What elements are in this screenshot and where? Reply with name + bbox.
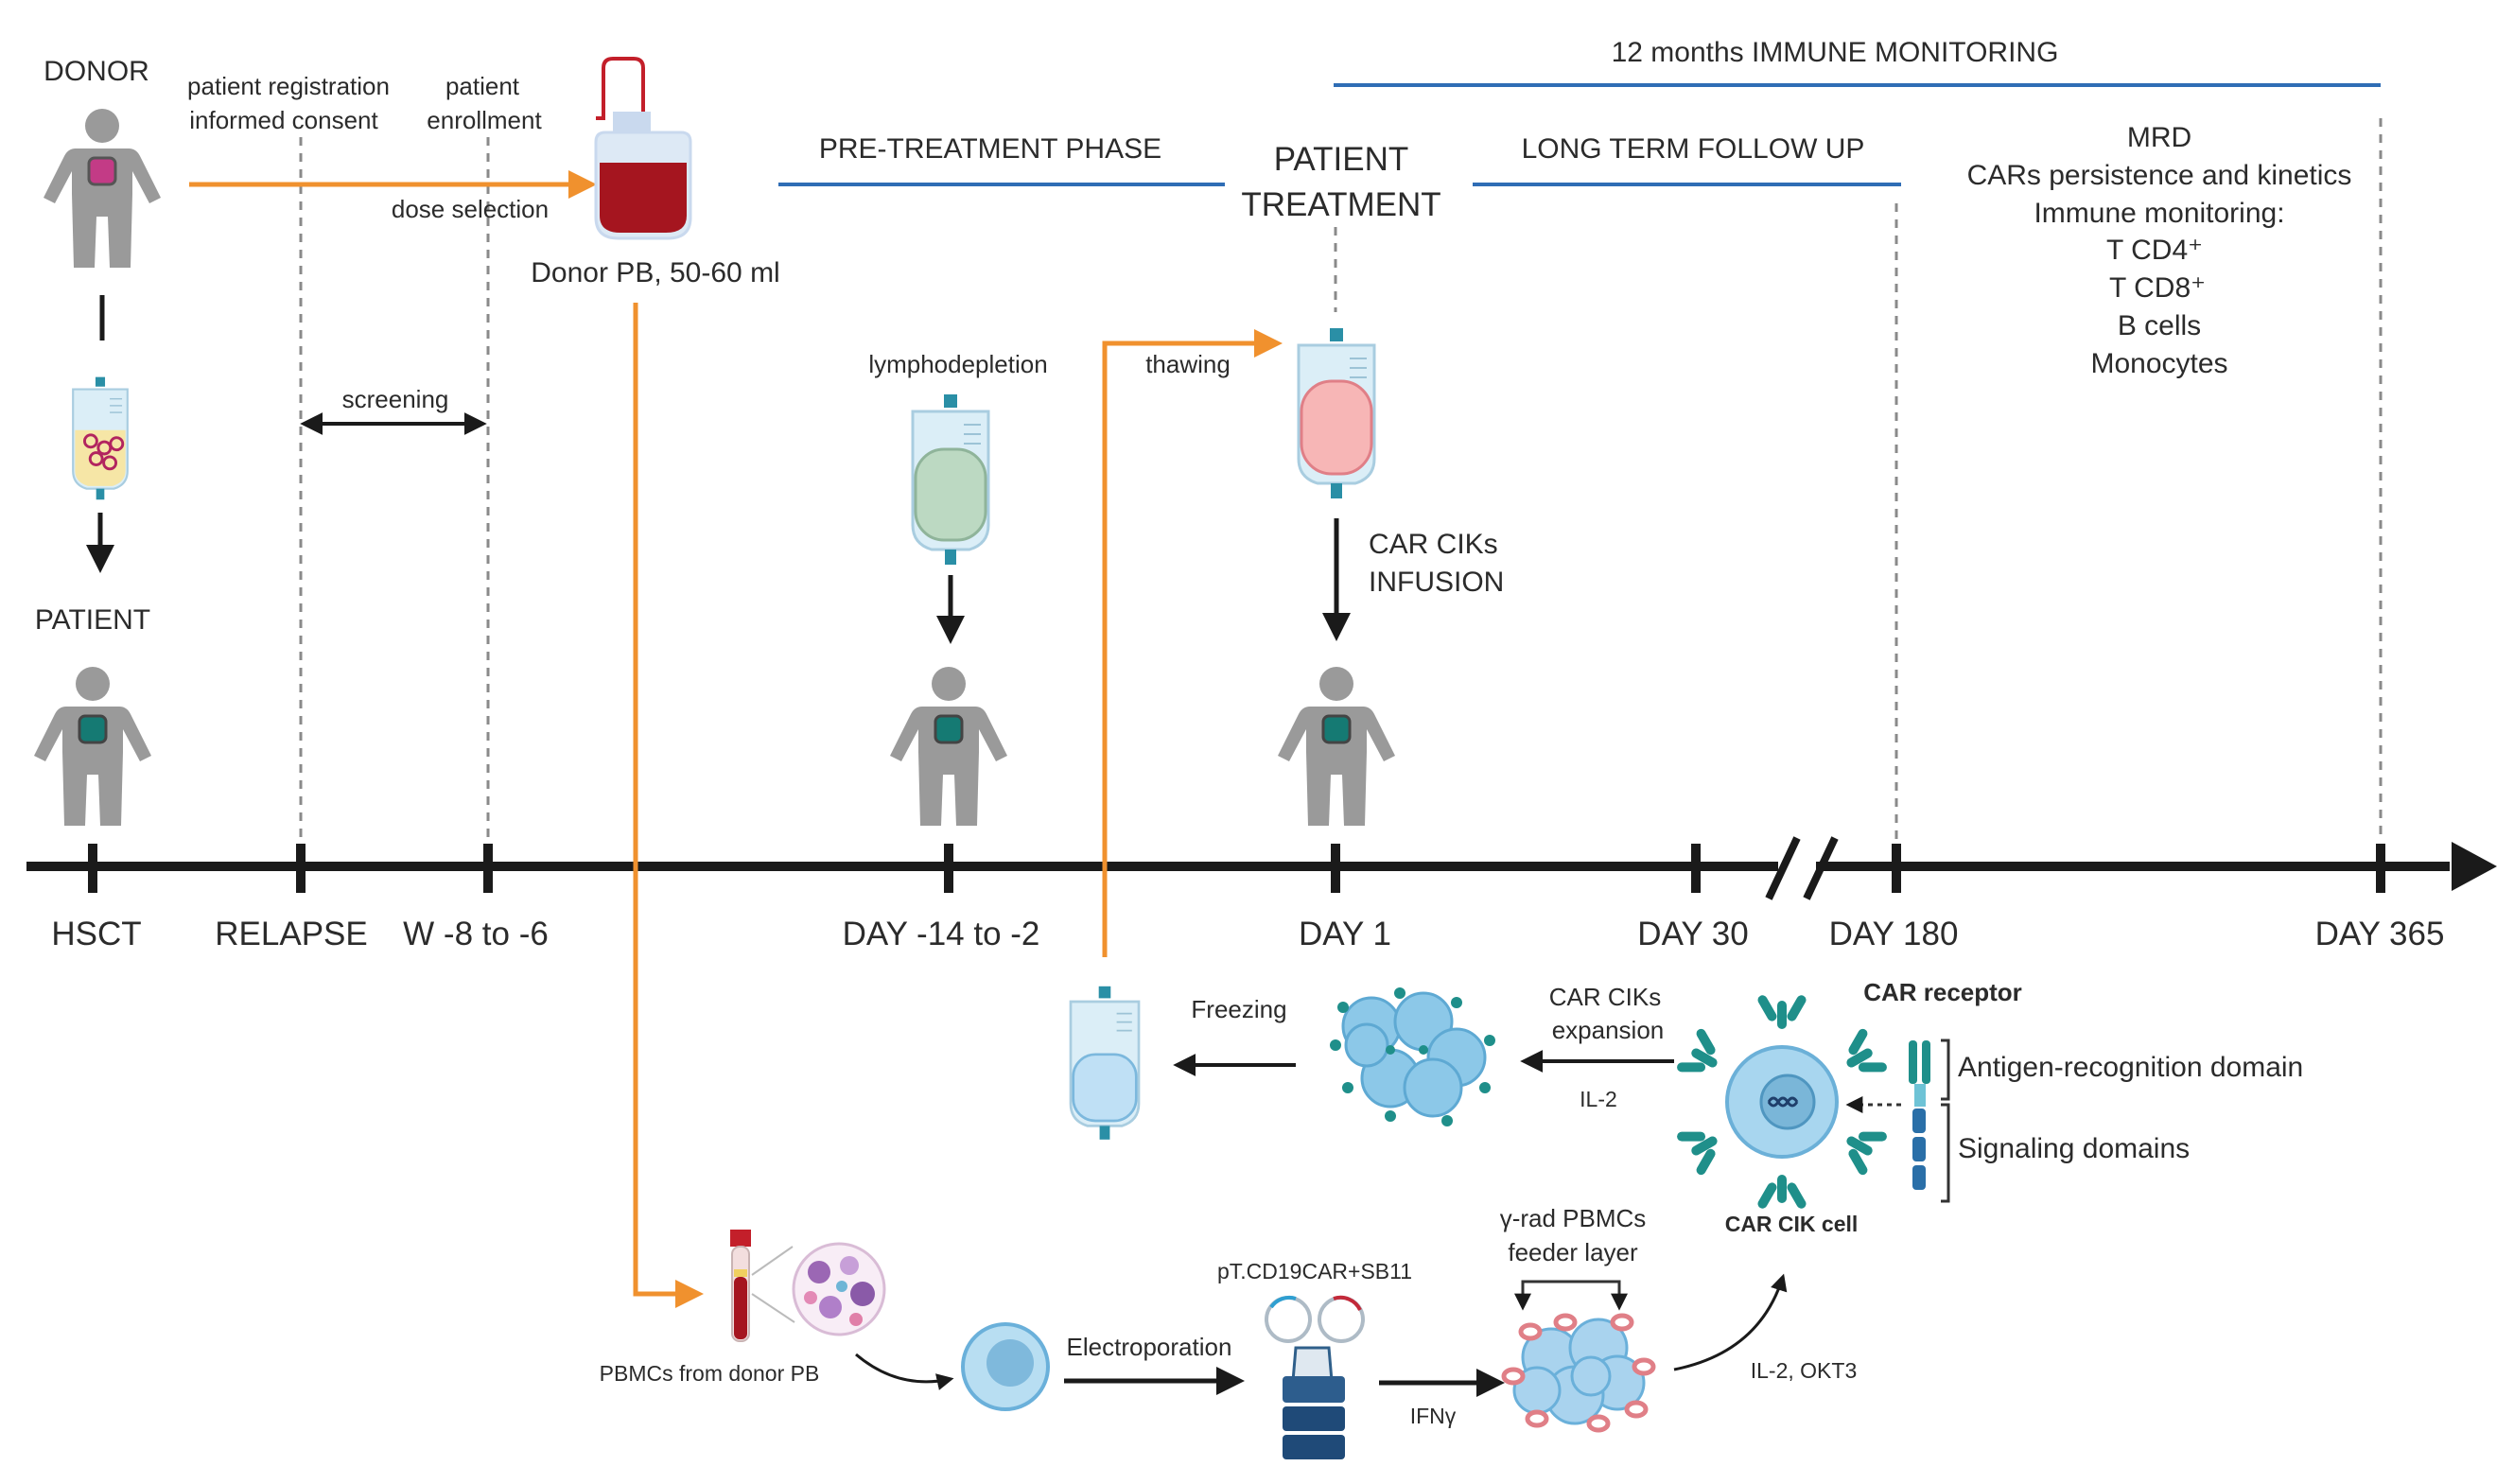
- monitoring-item: Monocytes: [2090, 348, 2227, 379]
- feeder-label-line1: γ-rad PBMCs: [1500, 1204, 1647, 1232]
- signaling-domain-label: Signaling domains: [1958, 1133, 2190, 1164]
- patient-figure-treatment: [1278, 667, 1395, 826]
- car-receptor-icon: [1909, 1040, 1930, 1190]
- zoom-line: [751, 1246, 794, 1276]
- donor-heart-icon: [87, 156, 117, 186]
- freezing-label: Freezing: [1191, 995, 1286, 1023]
- enrollment-label-line2: enrollment: [427, 106, 542, 134]
- ifng-label: IFNγ: [1410, 1404, 1457, 1428]
- blood-bag-icon: [594, 57, 692, 240]
- infusion-label-line2: INFUSION: [1369, 567, 1504, 598]
- tick-label-day30: DAY 30: [1637, 916, 1748, 952]
- freezing-bag-icon: [1069, 985, 1141, 1142]
- car-cik-cell-label: CAR CIK cell: [1725, 1212, 1859, 1236]
- tick-label-day-minus14: DAY -14 to -2: [843, 916, 1040, 952]
- expansion-label-line2: expansion: [1552, 1016, 1665, 1044]
- monitoring-item: B cells: [2118, 310, 2201, 341]
- electroporator-icon: [1283, 1346, 1345, 1459]
- feeder-label-line2: feeder layer: [1508, 1238, 1638, 1266]
- dashed-guides: [299, 118, 2383, 842]
- tick-label-day1: DAY 1: [1299, 916, 1391, 952]
- feeder-to-car-cik-arrow: [1673, 1273, 1788, 1371]
- enrollment-label-line1: patient: [445, 72, 520, 100]
- patient-figure-hsct: [34, 667, 151, 826]
- pretreatment-phase-label: PRE-TREATMENT PHASE: [819, 133, 1161, 165]
- car-cik-cell-icon: [1672, 993, 1892, 1211]
- screening-label: screening: [342, 385, 449, 413]
- feeder-bracket: [1521, 1280, 1621, 1302]
- infusion-label-line1: CAR CIKs: [1369, 529, 1498, 560]
- pbmc-magnified-icon: [792, 1242, 886, 1336]
- donor-label: DONOR: [44, 56, 149, 87]
- il2-okt3-label: IL-2, OKT3: [1751, 1358, 1857, 1383]
- registration-label-line2: informed consent: [189, 106, 378, 134]
- tick-label-week: W -8 to -6: [403, 916, 549, 952]
- feeder-cells-icon: [1501, 1313, 1656, 1433]
- t-cell-icon: [961, 1322, 1050, 1411]
- tick-label-day365: DAY 365: [2315, 916, 2445, 952]
- plasmid-label: pT.CD19CAR+SB11: [1217, 1259, 1412, 1283]
- donor-figure: [44, 109, 161, 268]
- bracket: [1941, 1039, 1950, 1101]
- dose-selection-label: dose selection: [392, 195, 549, 223]
- electroporation-label: Electroporation: [1067, 1333, 1232, 1361]
- donor-pb-label: Donor PB, 50-60 ml: [531, 257, 779, 288]
- il2-label: IL-2: [1580, 1087, 1617, 1111]
- timeline-labels: HSCT RELAPSE W -8 to -6 DAY -14 to -2 DA…: [51, 916, 2444, 952]
- pbmcs-label: PBMCs from donor PB: [600, 1361, 820, 1386]
- tick-label-relapse: RELAPSE: [215, 916, 367, 952]
- timeline-axis: [26, 832, 2497, 900]
- monitoring-item: MRD: [2127, 122, 2191, 153]
- monitoring-list: MRD CARs persistence and kinetics Immune…: [1967, 122, 2352, 379]
- patient-heart-icon: [934, 714, 964, 744]
- thawing-arrow: [1102, 329, 1283, 957]
- monitoring-item: T CD8⁺: [2109, 272, 2206, 304]
- treatment-phase-label-line1: PATIENT: [1274, 141, 1409, 178]
- treatment-phase-label-line2: TREATMENT: [1241, 186, 1440, 223]
- car-receptor-title: CAR receptor: [1863, 978, 2022, 1006]
- car-cik-bag-icon: [1297, 326, 1376, 500]
- tick-label-day180: DAY 180: [1829, 916, 1959, 952]
- bracket: [1941, 1103, 1950, 1203]
- blood-tube-icon: [730, 1230, 751, 1342]
- monitoring-item: T CD4⁺: [2106, 235, 2203, 266]
- patient-figure-lymphodepletion: [890, 667, 1007, 826]
- thawing-label: thawing: [1145, 350, 1231, 378]
- lymphodepletion-bag-icon: [911, 393, 990, 567]
- cell-bag-icon: [72, 375, 129, 501]
- phase-lines: [778, 83, 2381, 186]
- patient-label: PATIENT: [35, 604, 150, 636]
- pbmc-to-cell-arrow: [855, 1353, 954, 1390]
- registration-label-line1: patient registration: [187, 72, 390, 100]
- zoom-line: [751, 1293, 795, 1323]
- monitoring-phase-label: 12 months IMMUNE MONITORING: [1612, 37, 2059, 68]
- antigen-domain-label: Antigen-recognition domain: [1958, 1052, 2303, 1083]
- expansion-label-line1: CAR CIKs: [1549, 983, 1661, 1011]
- patient-heart-icon: [78, 714, 108, 744]
- tick-label-hsct: HSCT: [51, 916, 141, 952]
- pb-to-pbmc-arrow: [633, 303, 704, 1308]
- lymphodepletion-label: lymphodepletion: [868, 350, 1047, 378]
- plasmid-icon: [1265, 1295, 1365, 1343]
- followup-phase-label: LONG TERM FOLLOW UP: [1522, 133, 1865, 165]
- patient-heart-icon: [1321, 714, 1352, 744]
- expanded-cells-icon: [1330, 987, 1495, 1126]
- monitoring-item: CARs persistence and kinetics: [1967, 160, 2352, 191]
- monitoring-item: Immune monitoring:: [2034, 198, 2284, 229]
